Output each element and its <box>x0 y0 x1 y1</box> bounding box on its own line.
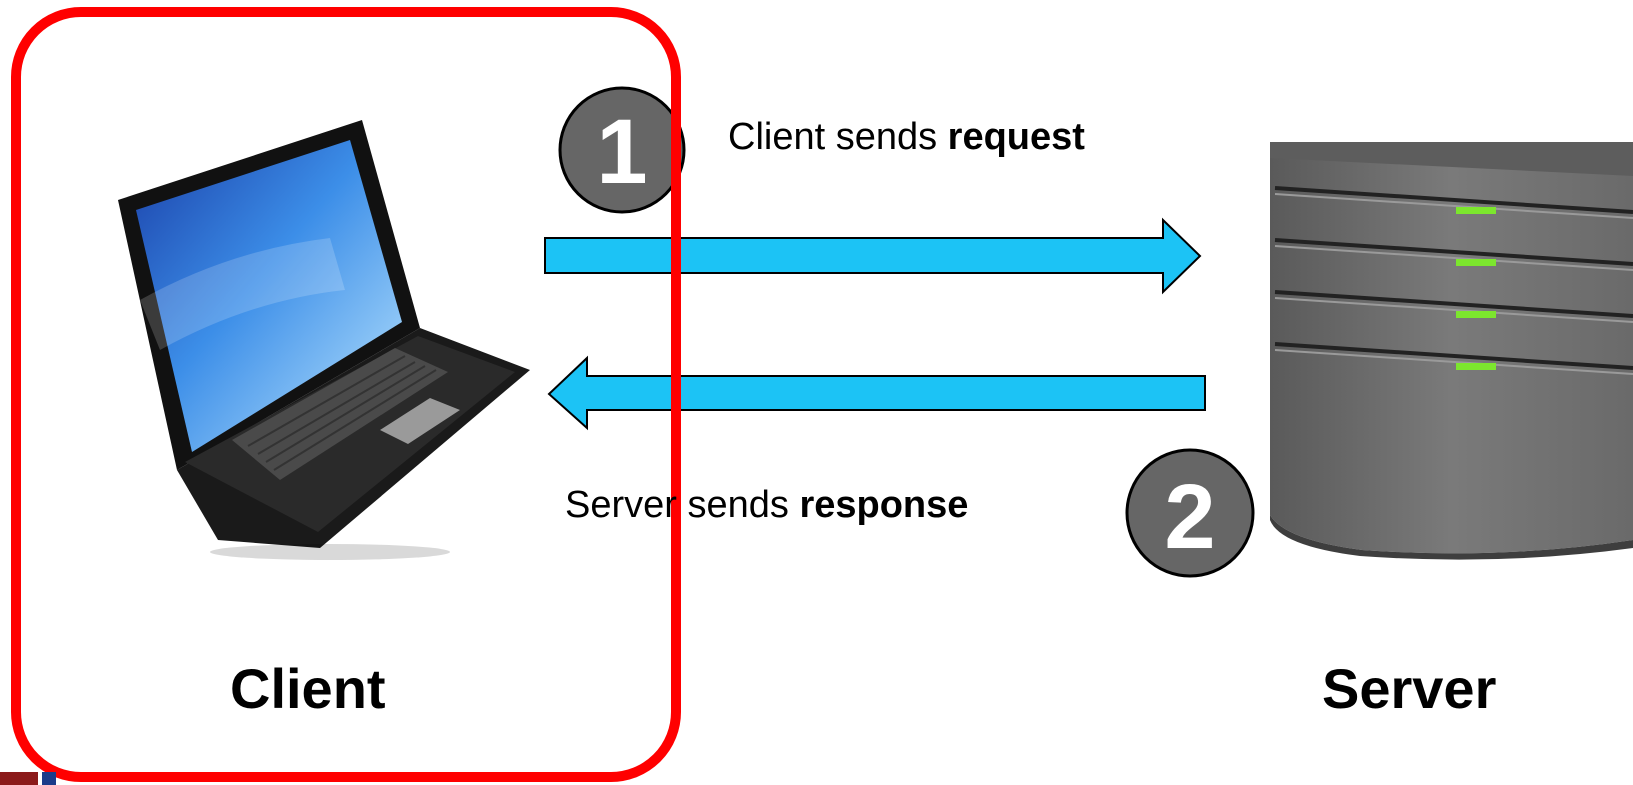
step-2-label: Server sends response <box>565 484 968 527</box>
step-2-text-plain: Server sends <box>565 484 800 526</box>
step-1-label: Client sends request <box>728 116 1085 159</box>
step-2-text-bold: response <box>799 484 969 526</box>
client-highlight-box <box>11 7 681 782</box>
logo-fragment-icon <box>0 772 56 785</box>
step-1-badge: 1 <box>558 86 686 214</box>
step-1-text-bold: request <box>947 116 1085 158</box>
laptop-icon <box>118 120 530 560</box>
step-2-number: 2 <box>1164 466 1215 568</box>
client-label: Client <box>230 657 386 720</box>
server-tower-icon <box>1270 142 1633 560</box>
step-2-badge: 2 <box>1125 448 1255 578</box>
server-label: Server <box>1322 657 1497 720</box>
request-arrow <box>544 217 1202 295</box>
step-1-number: 1 <box>596 101 647 203</box>
step-1-text-plain: Client sends <box>728 116 948 158</box>
response-arrow <box>547 355 1206 431</box>
